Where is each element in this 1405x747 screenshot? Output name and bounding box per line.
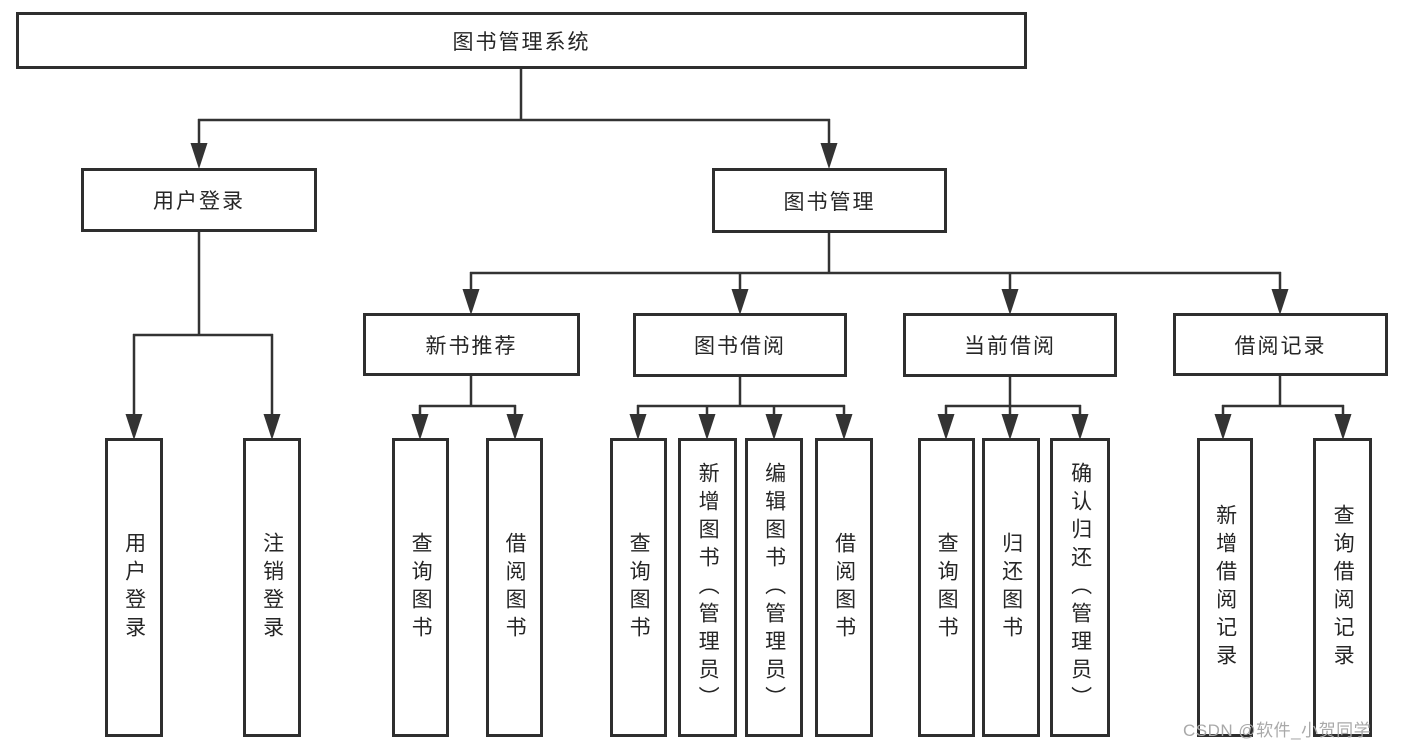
leaf-return-books: 归还图书: [982, 438, 1040, 737]
node-current-borrow: 当前借阅: [903, 313, 1117, 377]
leaf-newbook-query-books: 查询图书: [392, 438, 449, 737]
leaf-user-login-label: 用户登录: [122, 531, 146, 644]
connector-book-borrow-subtree: [629, 374, 853, 440]
leaf-add-borrow-record: 新增借阅记录: [1197, 438, 1253, 737]
leaf-return-books-label: 归还图书: [999, 531, 1023, 644]
leaf-add-books-admin-label: 新增图书（管理员）: [696, 461, 720, 714]
leaf-query-borrow-record: 查询借阅记录: [1313, 438, 1372, 737]
node-borrow-record-label: 借阅记录: [1234, 334, 1327, 358]
leaf-logout-label: 注销登录: [260, 531, 284, 644]
leaf-newbook-borrow-books-label: 借阅图书: [503, 531, 527, 644]
connector-book-mgmt-to-level3: [462, 231, 1289, 315]
leaf-query-borrow-record-label: 查询借阅记录: [1331, 503, 1355, 672]
leaf-borrow-query-books: 查询图书: [610, 438, 667, 737]
leaf-current-query-books: 查询图书: [918, 438, 975, 737]
node-book-borrow-label: 图书借阅: [694, 335, 786, 358]
leaf-borrow-books: 借阅图书: [815, 438, 873, 737]
node-borrow-record: 借阅记录: [1173, 313, 1388, 376]
leaf-newbook-borrow-books: 借阅图书: [486, 438, 543, 737]
node-book-management: 图书管理: [712, 168, 947, 233]
connector-current-borrow-subtree: [937, 374, 1089, 440]
node-book-borrow: 图书借阅: [633, 313, 847, 377]
leaf-confirm-return-admin: 确认归还（管理员）: [1050, 438, 1110, 737]
leaf-add-books-admin: 新增图书（管理员）: [678, 438, 737, 737]
leaf-add-borrow-record-label: 新增借阅记录: [1213, 503, 1237, 672]
leaf-newbook-query-books-label: 查询图书: [409, 531, 433, 644]
leaf-edit-books-admin-label: 编辑图书（管理员）: [762, 461, 786, 714]
leaf-borrow-query-books-label: 查询图书: [627, 531, 651, 644]
node-book-management-label: 图书管理: [783, 190, 876, 214]
node-current-borrow-label: 当前借阅: [964, 335, 1056, 358]
leaf-edit-books-admin: 编辑图书（管理员）: [745, 438, 803, 737]
connector-user-login-subtree: [125, 230, 281, 440]
node-user-login: 用户登录: [81, 168, 317, 232]
node-root-label: 图书管理系统: [452, 30, 591, 54]
connector-root-to-level2: [190, 68, 838, 169]
leaf-current-query-books-label: 查询图书: [935, 531, 959, 644]
node-new-book-recommend: 新书推荐: [363, 313, 580, 376]
leaf-logout: 注销登录: [243, 438, 301, 737]
csdn-watermark: CSDN @软件_小贺同学: [1183, 721, 1372, 740]
leaf-confirm-return-admin-label: 确认归还（管理员）: [1068, 461, 1092, 714]
leaf-user-login: 用户登录: [105, 438, 163, 737]
node-root: 图书管理系统: [16, 12, 1027, 69]
node-new-book-recommend-label: 新书推荐: [425, 334, 518, 358]
connector-new-book-subtree: [411, 374, 524, 440]
leaf-borrow-books-label: 借阅图书: [832, 531, 856, 644]
node-user-login-label: 用户登录: [153, 190, 245, 213]
connector-borrow-record-subtree: [1214, 374, 1352, 440]
